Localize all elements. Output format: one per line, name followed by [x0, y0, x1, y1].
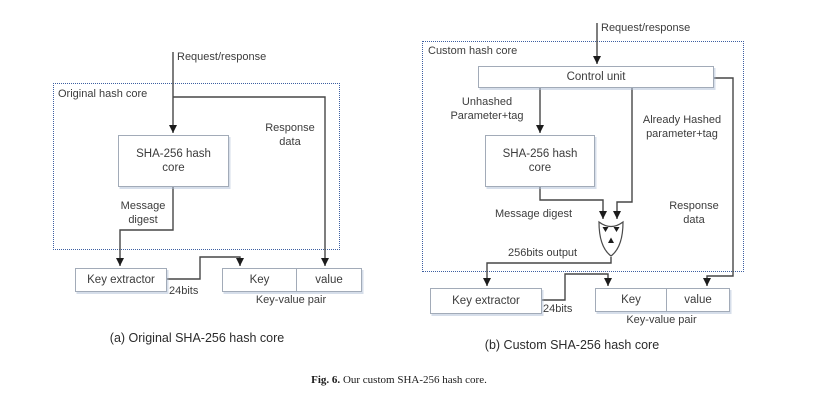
b-keyextractor-out-wire: [541, 273, 612, 301]
b-sha-out-wire: [539, 185, 607, 219]
b-key-extractor-box: Key extractor: [430, 288, 542, 314]
a-response-wire: [173, 96, 329, 266]
a-message-digest-label: Message digest: [120, 200, 166, 227]
b-gate-out-wire: [483, 257, 612, 286]
b-message-digest-label: Message digest: [495, 208, 573, 220]
figure-caption-number: Fig. 6.: [311, 374, 341, 386]
figure-caption: Fig. 6. Our custom SHA-256 hash core.: [249, 374, 549, 386]
figure-caption-text: Our custom SHA-256 hash core.: [342, 374, 487, 386]
a-container-label: Original hash core: [58, 88, 148, 100]
a-value-cell: value: [296, 269, 361, 291]
original-hash-core-container: [53, 83, 340, 250]
a-digest-wire: [116, 185, 174, 266]
mux-merge-gate-icon: [598, 220, 624, 257]
b-sha256-core-box: SHA-256 hash core: [485, 135, 595, 187]
b-response-data-label: Response data: [669, 200, 719, 227]
a-key-value-box: Key value: [222, 268, 362, 292]
b-request-response-label: Request/response: [601, 22, 691, 34]
b-container-label: Custom hash core: [428, 45, 518, 57]
b-256bits-output-label: 256bits output: [508, 247, 578, 259]
a-key-value-pair-label: Key-value pair: [255, 294, 327, 306]
a-24bits-label: 24bits: [169, 285, 199, 297]
b-key-value-pair-label: Key-value pair: [626, 314, 697, 326]
a-response-data-label: Response data: [265, 122, 315, 149]
b-24bits-label: 24bits: [543, 303, 573, 315]
b-caption: (b) Custom SHA-256 hash core: [484, 338, 660, 352]
a-key-cell: Key: [249, 274, 270, 286]
b-response-wire: [703, 77, 734, 286]
b-key-cell: Key: [621, 294, 641, 306]
b-value-cell: value: [666, 289, 729, 311]
custom-hash-core-container: [422, 41, 744, 272]
b-control-unit-box: Control unit: [478, 66, 714, 88]
a-sha256-core-box: SHA-256 hash core: [118, 135, 229, 187]
b-unhashed-label: Unhashed Parameter+tag: [450, 96, 524, 123]
b-already-hashed-wire: [613, 86, 633, 219]
a-key-extractor-box: Key extractor: [75, 268, 167, 292]
b-key-value-box: Key value: [595, 288, 730, 312]
a-caption: (a) Original SHA-256 hash core: [109, 331, 285, 345]
a-request-response-label: Request/response: [177, 51, 267, 63]
b-already-hashed-label: Already Hashed parameter+tag: [642, 114, 722, 141]
a-keyextractor-out-wire: [166, 256, 244, 280]
